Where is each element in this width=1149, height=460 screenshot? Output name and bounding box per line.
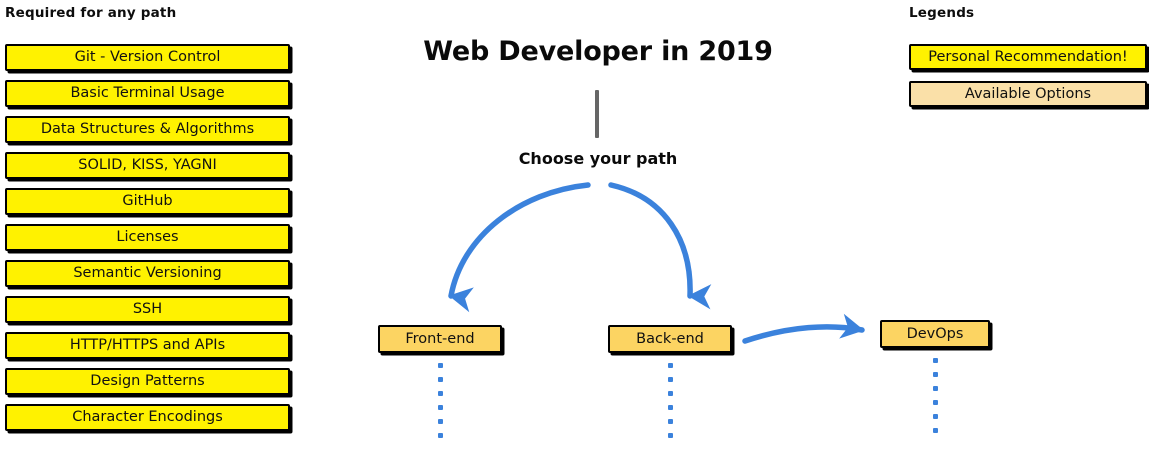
- trail-dot: [932, 414, 938, 419]
- trail-dot: [932, 400, 938, 405]
- page-title: Web Developer in 2019: [423, 36, 773, 67]
- required-column-list: Git - Version Control Basic Terminal Usa…: [5, 44, 290, 440]
- required-column-heading: Required for any path: [5, 5, 177, 21]
- trail-dot: [667, 391, 673, 396]
- path-box-devops[interactable]: DevOps: [880, 320, 990, 348]
- arrow-to-devops: [742, 313, 865, 344]
- required-item[interactable]: SOLID, KISS, YAGNI: [5, 152, 290, 179]
- title-stem-connector: [595, 90, 599, 138]
- required-item[interactable]: Data Structures & Algorithms: [5, 116, 290, 143]
- arrow-to-frontend: [448, 182, 591, 313]
- required-item[interactable]: HTTP/HTTPS and APIs: [5, 332, 290, 359]
- trail-dot: [932, 428, 938, 433]
- trail-dot: [437, 433, 443, 438]
- dotted-trail-back-end: [667, 363, 673, 438]
- path-box-front-end[interactable]: Front-end: [378, 325, 502, 353]
- trail-dot: [437, 419, 443, 424]
- trail-dot: [667, 405, 673, 410]
- arrow-to-backend: [608, 182, 712, 310]
- choose-path-label: Choose your path: [518, 149, 678, 168]
- trail-dot: [932, 386, 938, 391]
- trail-dot: [667, 363, 673, 368]
- trail-dot: [932, 372, 938, 377]
- required-item[interactable]: Character Encodings: [5, 404, 290, 431]
- required-item[interactable]: Basic Terminal Usage: [5, 80, 290, 107]
- trail-dot: [437, 377, 443, 382]
- required-item[interactable]: GitHub: [5, 188, 290, 215]
- trail-dot: [932, 358, 938, 363]
- dotted-trail-devops: [932, 358, 938, 433]
- dotted-trail-front-end: [437, 363, 443, 438]
- required-item[interactable]: Git - Version Control: [5, 44, 290, 71]
- trail-dot: [437, 363, 443, 368]
- legends-heading: Legends: [909, 5, 975, 21]
- required-item[interactable]: Licenses: [5, 224, 290, 251]
- legend-item-personal-recommendation: Personal Recommendation!: [909, 44, 1147, 70]
- legend-item-available-options: Available Options: [909, 81, 1147, 107]
- trail-dot: [667, 377, 673, 382]
- required-item[interactable]: Semantic Versioning: [5, 260, 290, 287]
- path-box-back-end[interactable]: Back-end: [608, 325, 732, 353]
- required-item[interactable]: SSH: [5, 296, 290, 323]
- trail-dot: [437, 391, 443, 396]
- legends-list: Personal Recommendation! Available Optio…: [909, 44, 1147, 118]
- trail-dot: [667, 419, 673, 424]
- trail-dot: [667, 433, 673, 438]
- trail-dot: [437, 405, 443, 410]
- required-item[interactable]: Design Patterns: [5, 368, 290, 395]
